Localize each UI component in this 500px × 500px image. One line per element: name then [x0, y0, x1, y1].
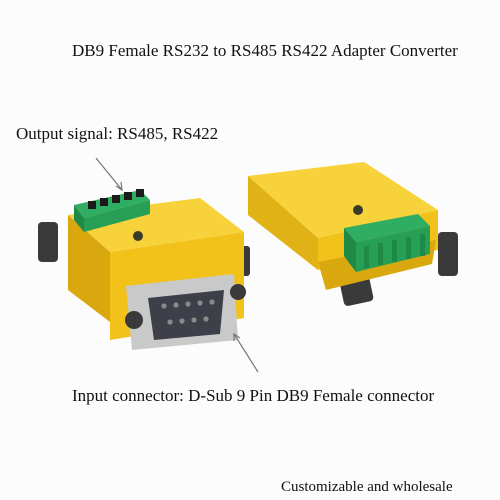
back-screw-right	[438, 232, 458, 276]
output-arrow	[95, 157, 123, 191]
housing-side	[68, 215, 110, 322]
led-hole	[133, 231, 143, 241]
input-arrow	[233, 333, 259, 373]
terminal-block	[74, 189, 150, 232]
footer-note: Customizable and wholesale	[281, 479, 453, 495]
output-arrowhead	[115, 181, 123, 192]
front-screw-right	[230, 284, 246, 300]
input-connector-label: Input connector: D-Sub 9 Pin DB9 Female …	[72, 386, 435, 405]
front-screw-left	[125, 311, 143, 329]
db9-pins	[161, 299, 215, 325]
callout-arrows	[95, 157, 259, 373]
back-led-hole	[353, 205, 363, 215]
output-signal-label: Output signal: RS485, RS422	[16, 124, 219, 143]
left-screw-post	[38, 222, 58, 262]
right-adapter	[248, 162, 458, 306]
back-terminal-block	[344, 214, 430, 272]
back-housing-top	[248, 162, 438, 238]
input-arrowhead	[233, 332, 241, 341]
back-housing-side	[248, 176, 318, 270]
left-adapter	[38, 189, 250, 350]
db9-socket	[148, 290, 224, 340]
product-title: DB9 Female RS232 to RS485 RS422 Adapter …	[72, 41, 458, 60]
